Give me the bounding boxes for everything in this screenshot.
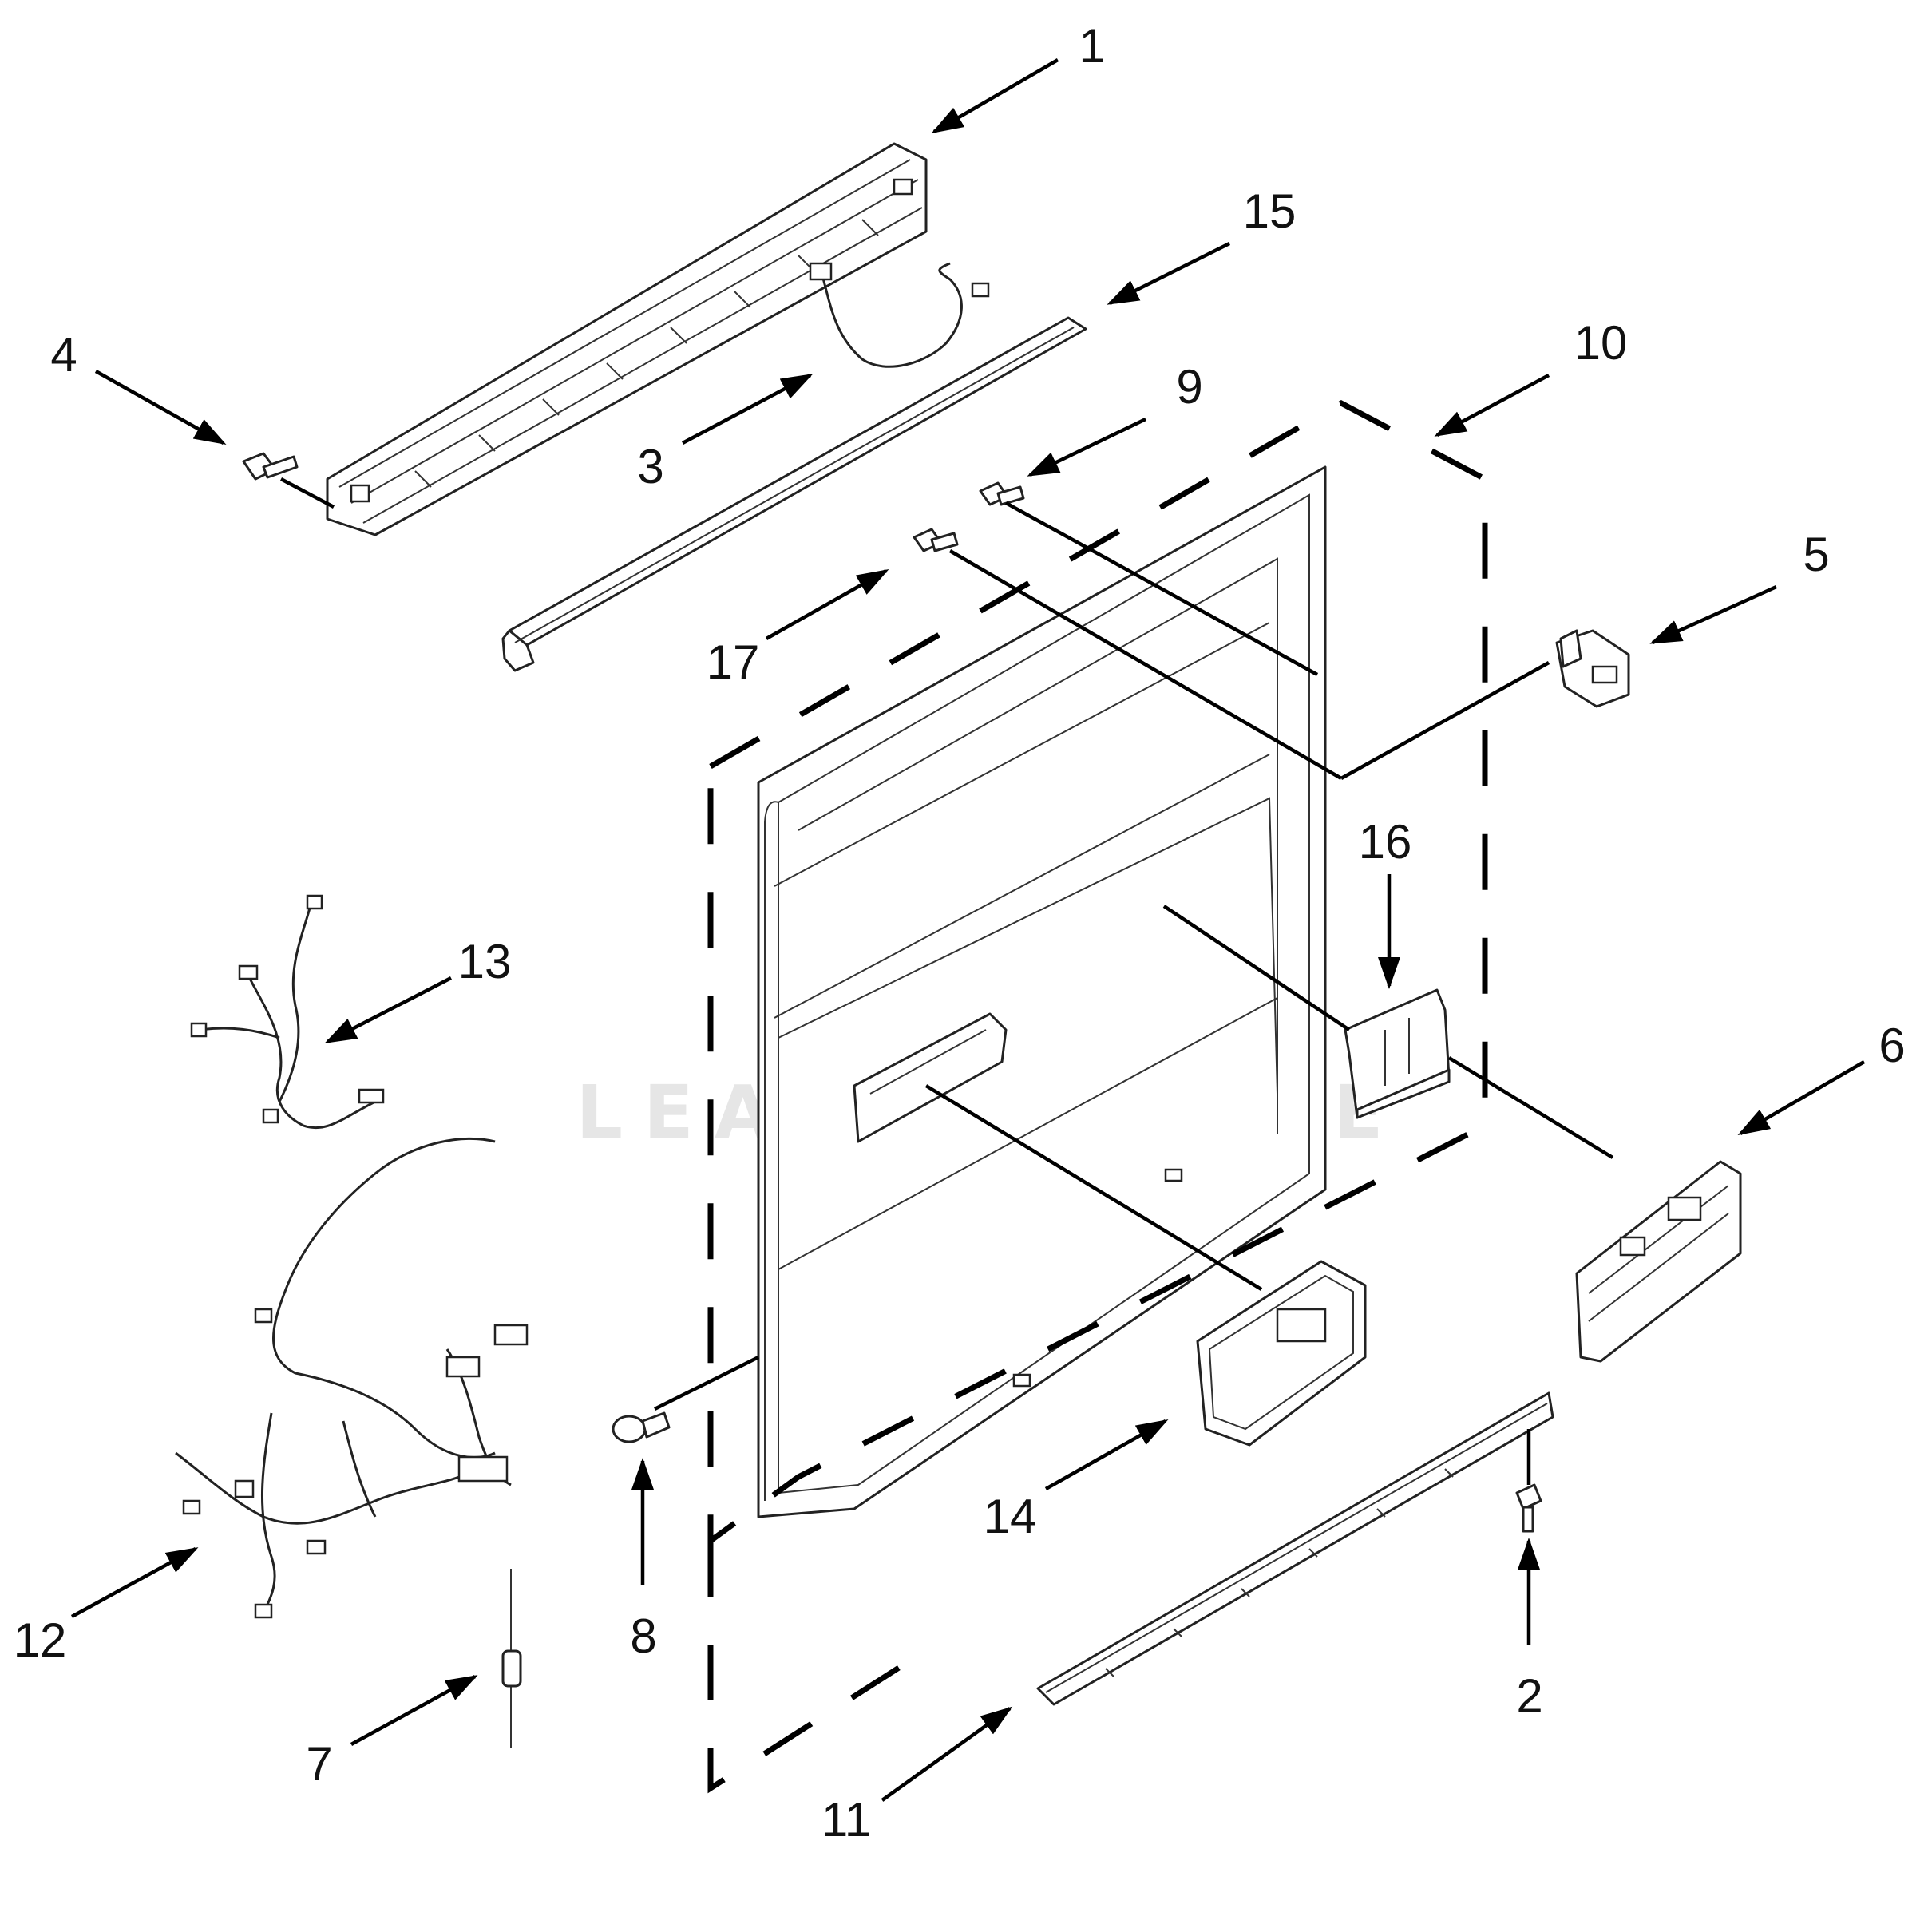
part-14-dispenser bbox=[1196, 1260, 1367, 1447]
part-6-control-module bbox=[1575, 1160, 1742, 1363]
part-13-wire-harness bbox=[190, 894, 385, 1130]
callout-2: 2 bbox=[1516, 1669, 1542, 1723]
part-2-screw bbox=[1515, 1483, 1542, 1533]
part-3-wire bbox=[809, 262, 990, 368]
inner-door-panel bbox=[757, 465, 1327, 1518]
part-10-door-outline bbox=[707, 400, 1488, 1794]
callout-15: 15 bbox=[1243, 184, 1297, 238]
part-8-screw bbox=[612, 1411, 671, 1443]
part-1-control-panel bbox=[326, 142, 928, 536]
callout-arrows bbox=[70, 58, 1866, 1802]
callout-16: 16 bbox=[1359, 815, 1412, 869]
part-12-main-wire-harness bbox=[175, 1137, 529, 1619]
part-11-bottom-rail bbox=[1036, 1391, 1554, 1706]
callout-10: 10 bbox=[1574, 316, 1628, 370]
part-4-screw bbox=[242, 452, 299, 481]
part-16-bracket bbox=[1344, 988, 1451, 1119]
callout-1: 1 bbox=[1079, 19, 1105, 73]
callout-labels: 1 2 3 4 5 6 7 8 9 10 11 12 13 14 15 16 1… bbox=[14, 19, 1906, 1847]
callout-4: 4 bbox=[50, 328, 77, 382]
callout-7: 7 bbox=[306, 1737, 332, 1791]
callout-13: 13 bbox=[458, 935, 512, 988]
callout-17: 17 bbox=[707, 635, 760, 689]
part-15-gasket bbox=[501, 316, 1087, 672]
part-7-fuse bbox=[501, 1569, 522, 1748]
callout-14: 14 bbox=[984, 1490, 1037, 1543]
part-9-screw bbox=[979, 481, 1025, 506]
part-17-screw bbox=[913, 528, 959, 552]
callout-5: 5 bbox=[1803, 528, 1829, 581]
callout-11: 11 bbox=[821, 1793, 871, 1847]
leader-lines bbox=[279, 477, 1614, 1485]
callout-12: 12 bbox=[14, 1613, 67, 1667]
callout-9: 9 bbox=[1176, 360, 1202, 414]
callout-8: 8 bbox=[630, 1609, 656, 1663]
part-5-latch bbox=[1555, 629, 1630, 708]
callout-6: 6 bbox=[1879, 1019, 1905, 1072]
callout-3: 3 bbox=[637, 440, 663, 493]
